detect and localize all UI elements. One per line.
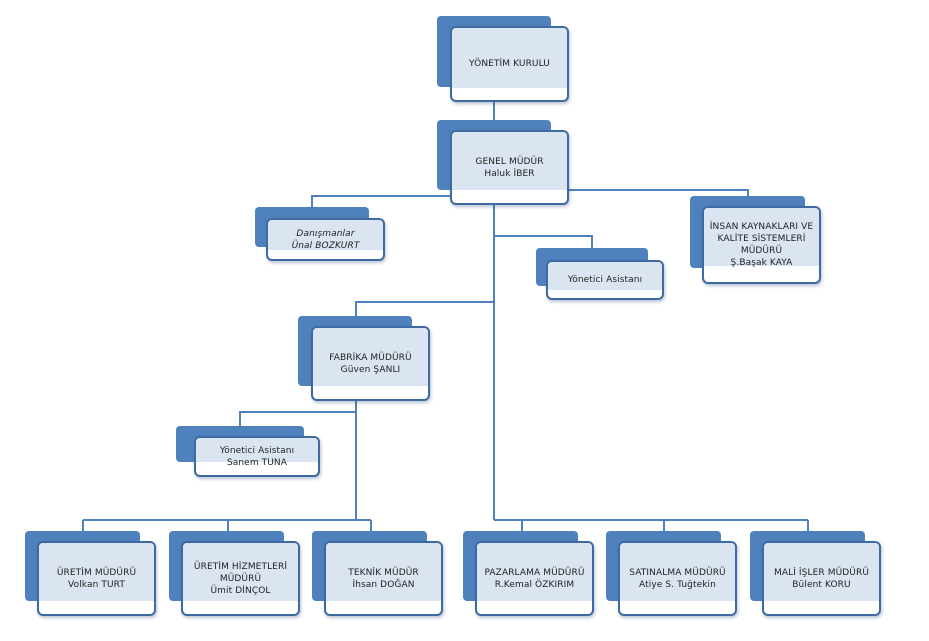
marketing-title: PAZARLAMA MÜDÜRÜ (484, 567, 585, 578)
board-node-box: YÖNETİM KURULU (450, 26, 569, 102)
purchasing-node: SATINALMA MÜDÜRÜ Atiye S. Tuğtekin (606, 531, 737, 616)
consultants-node: Danışmanlar Ünal BOZKURT (255, 207, 385, 261)
technical-node: TEKNİK MÜDÜR İhsan DOĞAN (312, 531, 443, 616)
hr-title-line2: KALİTE SİSTEMLERİ (717, 234, 806, 244)
marketing-person: R.Kemal ÖZKIRIM (494, 579, 575, 590)
purchasing-person: Atiye S. Tuğtekin (639, 579, 716, 590)
production-title: ÜRETİM MÜDÜRÜ (56, 567, 137, 578)
factory-assistant-title: Yönetici Asistanı (219, 445, 295, 456)
marketing-node-box: PAZARLAMA MÜDÜRÜ R.Kemal ÖZKIRIM (475, 541, 594, 616)
production-services-node: ÜRETİM HİZMETLERİ MÜDÜRÜ Ümit DİNÇOL (169, 531, 300, 616)
hr-title-line3: MÜDÜRÜ (740, 246, 783, 256)
factory-node-box: FABRİKA MÜDÜRÜ Güven ŞANLI (311, 326, 430, 401)
board-title: YÖNETİM KURULU (469, 59, 550, 69)
technical-person: İhsan DOĞAN (352, 579, 415, 590)
exec-assistant-node: Yönetici Asistanı (536, 248, 664, 300)
factory-assistant-person: Sanem TUNA (226, 457, 288, 468)
technical-title: TEKNİK MÜDÜR (348, 567, 419, 578)
connector-trunk-factory (355, 301, 494, 318)
production-person: Volkan TURT (68, 579, 125, 590)
production-services-title-line2: MÜDÜRÜ (219, 573, 262, 584)
factory-node: FABRİKA MÜDÜRÜ Güven ŞANLI (298, 316, 430, 401)
purchasing-title: SATINALMA MÜDÜRÜ (629, 567, 726, 578)
factory-assistant-node-box: Yönetici Asistanı Sanem TUNA (194, 436, 320, 477)
gm-node: GENEL MÜDÜR Haluk İBER (437, 120, 569, 205)
gm-node-box: GENEL MÜDÜR Haluk İBER (450, 130, 569, 205)
hr-title-line1: İNSAN KAYNAKLARI VE (709, 222, 814, 232)
hr-person: Ş.Başak KAYA (730, 258, 793, 268)
gm-title: GENEL MÜDÜR (475, 156, 544, 167)
technical-node-box: TEKNİK MÜDÜR İhsan DOĞAN (324, 541, 443, 616)
exec-assistant-node-box: Yönetici Asistanı (546, 260, 664, 300)
production-services-node-box: ÜRETİM HİZMETLERİ MÜDÜRÜ Ümit DİNÇOL (181, 541, 300, 616)
consultants-title: Danışmanlar (296, 228, 355, 239)
consultants-person: Ünal BOZKURT (291, 240, 360, 251)
hr-node-box: İNSAN KAYNAKLARI VE KALİTE SİSTEMLERİ MÜ… (702, 206, 821, 284)
production-node: ÜRETİM MÜDÜRÜ Volkan TURT (25, 531, 156, 616)
purchasing-node-box: SATINALMA MÜDÜRÜ Atiye S. Tuğtekin (618, 541, 737, 616)
finance-title: MALİ İŞLER MÜDÜRÜ (773, 567, 870, 578)
factory-assistant-node: Yönetici Asistanı Sanem TUNA (176, 426, 320, 477)
gm-person: Haluk İBER (484, 168, 535, 179)
connector-gm-consultants (311, 195, 494, 212)
consultants-node-box: Danışmanlar Ünal BOZKURT (266, 218, 385, 261)
board-node: YÖNETİM KURULU (437, 16, 569, 102)
production-services-title-line1: ÜRETİM HİZMETLERİ (193, 561, 288, 572)
factory-person: Güven ŞANLI (340, 364, 401, 375)
finance-node-box: MALİ İŞLER MÜDÜRÜ Bülent KORU (762, 541, 881, 616)
production-node-box: ÜRETİM MÜDÜRÜ Volkan TURT (37, 541, 156, 616)
connector-factory-assistant (239, 411, 356, 428)
factory-title: FABRİKA MÜDÜRÜ (329, 352, 412, 363)
exec-assistant-title: Yönetici Asistanı (567, 275, 643, 285)
marketing-node: PAZARLAMA MÜDÜRÜ R.Kemal ÖZKIRIM (463, 531, 594, 616)
connector-gm-exec-assistant (494, 235, 593, 250)
hr-node: İNSAN KAYNAKLARI VE KALİTE SİSTEMLERİ MÜ… (690, 196, 821, 284)
production-services-person: Ümit DİNÇOL (210, 585, 271, 596)
finance-person: Bülent KORU (792, 579, 851, 590)
finance-node: MALİ İŞLER MÜDÜRÜ Bülent KORU (750, 531, 881, 616)
